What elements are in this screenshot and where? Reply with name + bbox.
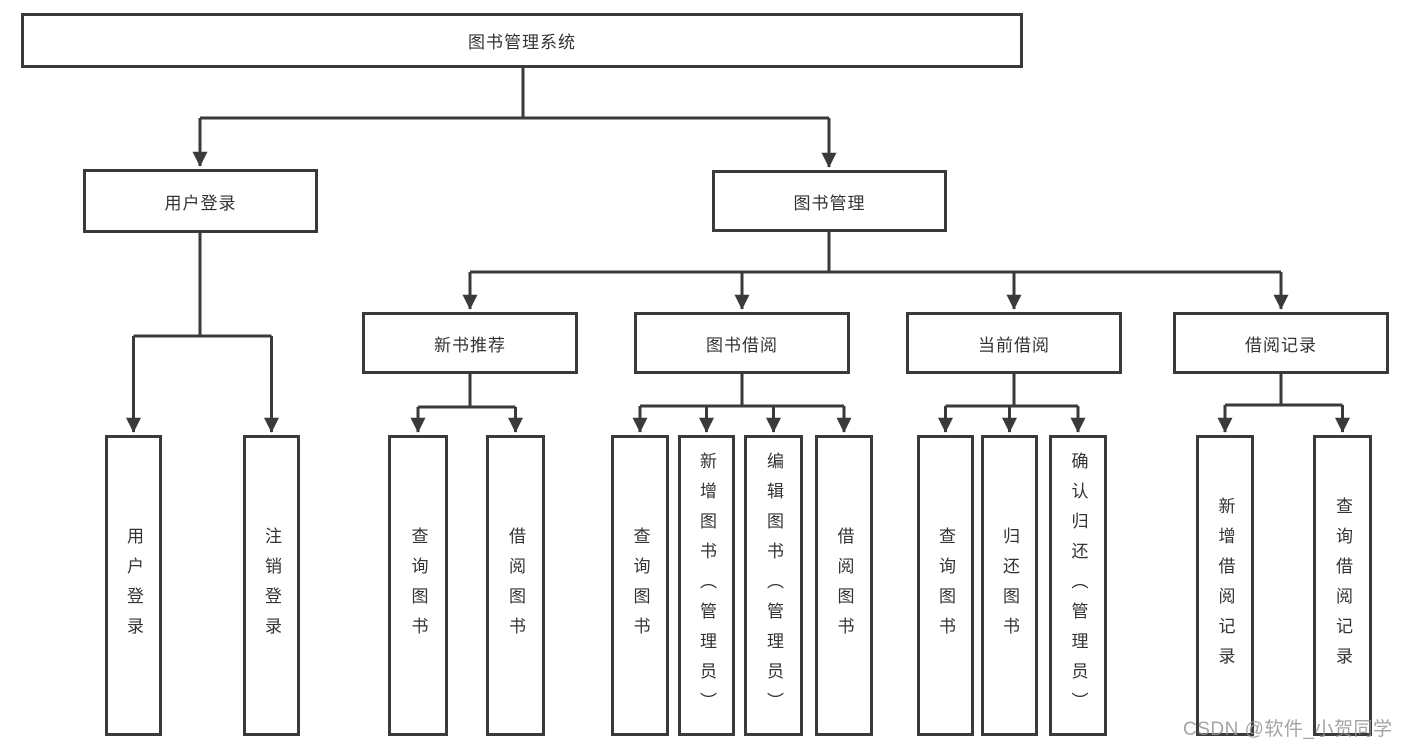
node-leaf-add-borrow-record-label: 新增借阅记录	[1215, 496, 1235, 677]
node-leaf-borrow-book-1-label: 借阅图书	[506, 526, 525, 647]
csdn-watermark: CSDN @软件_小贺同学	[1183, 719, 1393, 740]
node-borrow-record-label: 借阅记录	[1245, 335, 1317, 355]
node-book-borrow: 图书借阅	[634, 312, 850, 374]
node-leaf-borrow-book-1: 借阅图书	[486, 435, 545, 736]
node-leaf-add-borrow-record: 新增借阅记录	[1196, 435, 1254, 736]
node-book-management-label: 图书管理	[793, 193, 866, 213]
node-book-borrow-label: 图书借阅	[706, 335, 778, 355]
node-leaf-logout-label: 注销登录	[262, 526, 281, 647]
node-leaf-borrow-book-2-label: 借阅图书	[834, 526, 854, 647]
node-root-library-system: 图书管理系统	[21, 13, 1023, 68]
node-leaf-user-login: 用户登录	[105, 435, 162, 736]
node-leaf-borrow-book-2: 借阅图书	[815, 435, 873, 736]
node-leaf-add-book-admin: 新增图书（管理员）	[678, 435, 735, 736]
node-leaf-confirm-return-admin-label: 确认归还（管理员）	[1068, 451, 1088, 722]
node-leaf-query-book-3-label: 查询图书	[936, 526, 955, 647]
node-borrow-record: 借阅记录	[1173, 312, 1389, 374]
node-new-book-recommend-label: 新书推荐	[434, 335, 506, 355]
node-leaf-confirm-return-admin: 确认归还（管理员）	[1049, 435, 1107, 736]
node-leaf-edit-book-admin: 编辑图书（管理员）	[744, 435, 803, 736]
node-book-management: 图书管理	[712, 170, 947, 232]
node-user-login: 用户登录	[83, 169, 318, 233]
node-current-borrow-label: 当前借阅	[978, 335, 1050, 355]
node-leaf-query-book-1-label: 查询图书	[408, 526, 428, 647]
node-root-label: 图书管理系统	[468, 33, 576, 52]
node-leaf-query-borrow-record: 查询借阅记录	[1313, 435, 1372, 736]
node-current-borrow: 当前借阅	[906, 312, 1122, 374]
node-leaf-query-book-2: 查询图书	[611, 435, 669, 736]
node-leaf-add-book-admin-label: 新增图书（管理员）	[697, 451, 716, 722]
node-leaf-query-book-3: 查询图书	[917, 435, 974, 736]
node-leaf-return-book: 归还图书	[981, 435, 1038, 736]
node-leaf-query-book-2-label: 查询图书	[630, 526, 650, 647]
node-user-login-label: 用户登录	[164, 193, 237, 213]
node-leaf-query-book-1: 查询图书	[388, 435, 448, 736]
node-leaf-edit-book-admin-label: 编辑图书（管理员）	[764, 451, 783, 722]
node-leaf-query-borrow-record-label: 查询借阅记录	[1333, 496, 1352, 677]
node-new-book-recommend: 新书推荐	[362, 312, 578, 374]
node-leaf-user-login-label: 用户登录	[124, 526, 143, 647]
node-leaf-logout: 注销登录	[243, 435, 300, 736]
node-leaf-return-book-label: 归还图书	[1000, 526, 1019, 647]
